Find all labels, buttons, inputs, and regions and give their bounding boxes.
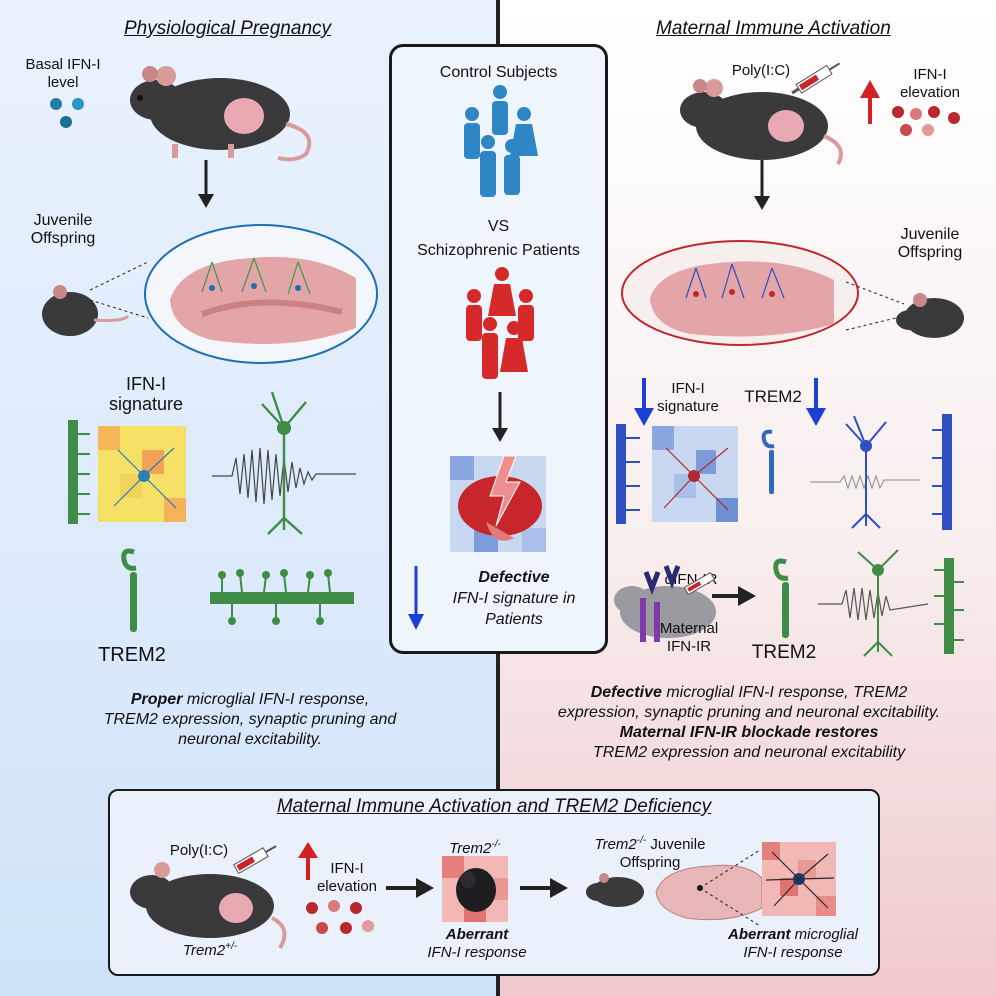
bottom-juvenile-mouse-icon [586,873,644,907]
dendrite-spines-healthy-icon [210,569,354,625]
ifn-signature-heatmap-healthy [68,420,186,524]
trem2-ko-embryo-icon [442,856,508,922]
right-trem2-top-label: TREM2 [744,387,802,406]
hippocampus-slice-mia-icon [621,240,859,346]
bottom-polyic-label: Poly(I:C) [169,842,229,859]
bottom-arrow-right-2-icon [520,878,568,898]
ifn-signature-down-arrow-icon [634,378,654,426]
bottom-pregnant-mouse-icon [130,862,287,950]
right-zoom-lines [845,281,905,331]
neuron-activity-healthy-icon [212,391,356,535]
left-summary: Proper microglial IFN-I response, TREM2 … [103,691,397,748]
bottom-title: Maternal Immune Activation and TREM2 Def… [276,796,712,817]
trem2-receptor-restored-icon [773,558,789,638]
zoom-lines [89,261,149,319]
ifn-elevated-particles-icon [892,106,960,136]
basal-ifn-particles-icon [50,98,84,128]
trem2-het-label: Trem2+/- [182,941,238,959]
bottom-hippocampus-icon [655,849,763,927]
center-arrow-down-icon [492,392,508,442]
center-defective-text: Defective IFN-I signature in Patients [452,569,576,628]
trem2-receptor-reduced-icon [761,429,775,494]
center-down-arrow-blue-icon [408,566,424,630]
left-title: Physiological Pregnancy [124,18,332,39]
ifn-elevation-up-arrow-icon [860,80,880,124]
bottom-syringe-icon [232,845,277,875]
bottom-microglia-heatmap-icon [762,842,836,916]
control-people-icon [464,85,538,197]
restore-arrow-right-icon [712,586,756,606]
bottom-arrow-right-1-icon [386,878,434,898]
hippocampus-slice-healthy-icon [144,224,378,364]
center-comparison-box [389,44,608,654]
arrow-down-icon [198,160,214,208]
ifn-signature-heatmap-mia [616,424,738,524]
defective-brain-icon [450,455,546,552]
right-title: Maternal Immune Activation [656,18,891,39]
left-trem2-label: TREM2 [98,644,166,666]
neuron-activity-restored-icon [818,549,964,657]
antibody-treated-mouse-icon [614,565,716,642]
bottom-ifn-up-arrow-icon [298,842,318,880]
bottom-aberrant-microglial-label: Aberrant microglial IFN-I response [727,926,859,961]
schizophrenic-patients-label: Schizophrenic Patients [417,242,580,259]
pregnant-mouse-icon [130,66,312,162]
right-polyic-label: Poly(I:C) [731,62,791,79]
bottom-ifn-particles-icon [306,900,374,934]
vs-label: VS [487,218,510,235]
right-arrow-down-icon [754,160,770,210]
pregnant-mouse-mia-icon [680,79,843,165]
patient-people-icon [466,267,534,379]
juvenile-mouse-mia-icon [896,293,964,338]
juvenile-mouse-icon [42,285,130,336]
right-trem2-bottom-label: TREM2 [751,642,817,663]
control-subjects-label: Control Subjects [439,64,558,81]
syringe-icon [791,62,841,95]
trem2-ko-label: Trem2-/- [449,839,501,857]
neuron-activity-mia-icon [810,414,952,530]
right-summary: Defective microglial IFN-I response, TRE… [557,684,941,761]
trem2-receptor-icon [121,548,137,632]
bottom-juvenile-label: Trem2-/- Juvenile Offspring [594,835,706,871]
trem2-down-arrow-icon [806,378,826,426]
